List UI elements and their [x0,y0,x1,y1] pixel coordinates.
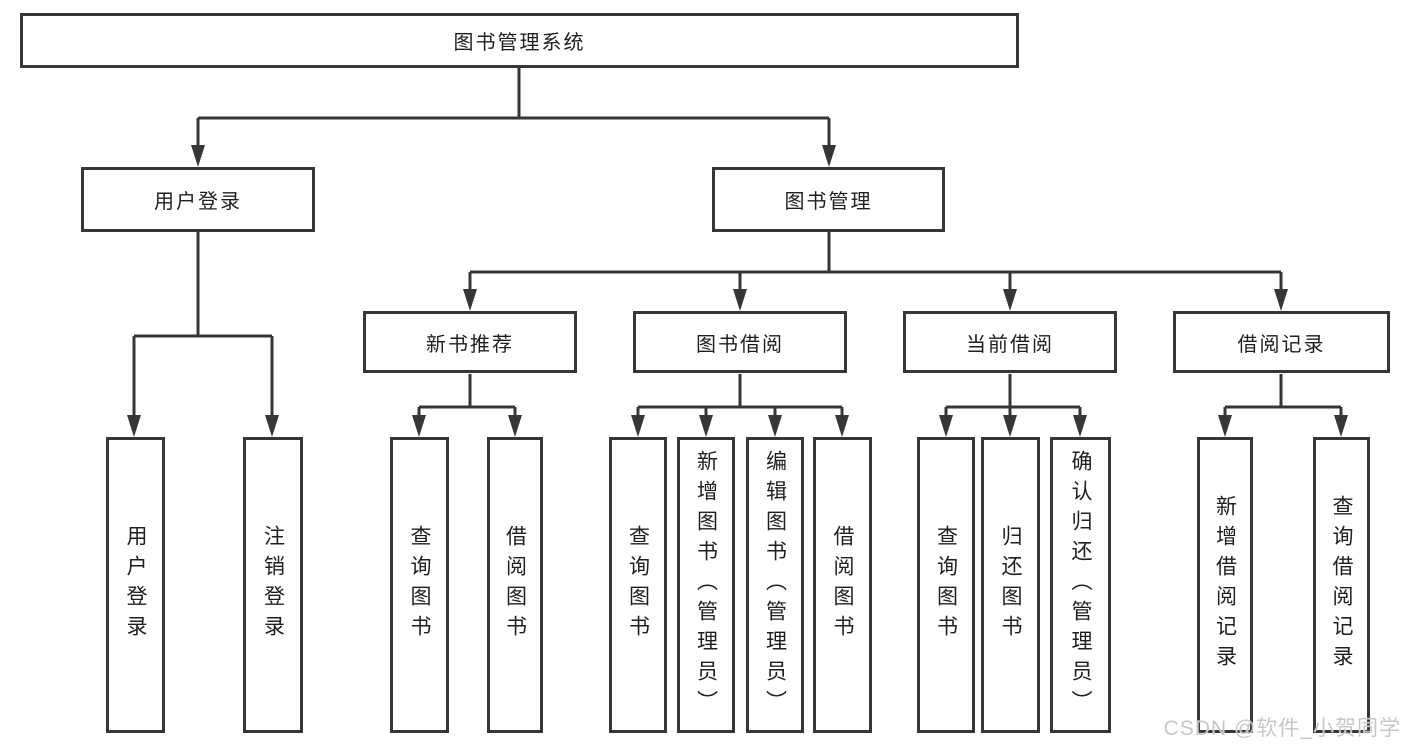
node-label: 图书管理 [784,191,873,213]
node-label: 新增图书（管理员） [694,450,718,720]
leaf-add-books-admin: 新增图书（管理员） [677,437,735,733]
node-label: 归还图书 [999,525,1022,645]
arrow-down-icon [508,415,522,437]
connector-elbows [132,68,1343,418]
leaf-query-books-current: 查询图书 [917,437,975,733]
node-label: 借阅记录 [1237,333,1326,356]
leaf-return-books: 归还图书 [981,437,1040,733]
arrow-down-icon [939,415,953,437]
leaf-query-borrow-record: 查询借阅记录 [1313,437,1370,733]
node-borrowing-records: 借阅记录 [1173,311,1390,373]
node-book-borrowing: 图书借阅 [633,311,847,373]
leaf-borrow-books-recommend: 借阅图书 [487,437,543,733]
leaf-query-books-borrowing: 查询图书 [609,437,667,733]
arrow-down-icon [191,145,205,167]
leaf-borrow-books: 借阅图书 [813,437,872,733]
node-label: 借阅图书 [503,525,527,645]
arrow-down-icon [1274,289,1288,311]
node-root-library-system: 图书管理系统 [20,13,1019,68]
arrow-down-icon [768,415,782,437]
node-label: 查询图书 [934,525,958,645]
node-user-login: 用户登录 [81,167,315,232]
leaf-logout: 注销登录 [243,437,303,733]
arrow-down-icon [822,145,836,167]
node-label: 查询图书 [626,525,650,645]
node-label: 确认归还（管理员） [1069,450,1092,720]
node-label: 新增借阅记录 [1213,495,1237,675]
arrow-down-icon [1003,289,1017,311]
node-book-management: 图书管理 [712,167,945,232]
node-label: 注销登录 [261,525,285,645]
node-label: 当前借阅 [966,333,1054,356]
node-label: 用户登录 [124,525,147,645]
arrow-down-icon [1334,415,1348,437]
node-label: 图书借阅 [696,333,784,356]
arrow-down-icon [463,289,477,311]
node-label: 新书推荐 [426,333,514,356]
node-label: 编辑图书（管理员） [763,450,787,720]
leaf-user-login: 用户登录 [106,437,165,733]
leaf-edit-books-admin: 编辑图书（管理员） [746,437,804,733]
leaf-query-books-recommend: 查询图书 [390,437,449,733]
arrow-down-icon [127,415,141,437]
node-label: 用户登录 [154,191,242,213]
arrow-down-icon [835,415,849,437]
arrow-down-icon [733,289,747,311]
csdn-watermark: CSDN @软件_小贺同学 [1163,717,1401,740]
node-new-book-recommend: 新书推荐 [363,311,577,373]
leaf-add-borrow-record: 新增借阅记录 [1197,437,1253,733]
arrow-down-icon [265,415,279,437]
arrow-down-icon [631,415,645,437]
node-label: 借阅图书 [831,525,854,645]
arrow-down-icon [1073,415,1087,437]
leaf-confirm-return-admin: 确认归还（管理员） [1050,437,1111,733]
arrow-down-icon [412,415,426,437]
node-label: 查询图书 [408,525,431,645]
arrow-down-icon [699,415,713,437]
node-current-borrowing: 当前借阅 [903,311,1117,373]
node-label: 查询借阅记录 [1330,495,1353,675]
connector-arrows [127,145,1348,437]
node-label: 图书管理系统 [453,32,586,54]
arrow-down-icon [1003,415,1017,437]
arrow-down-icon [1218,415,1232,437]
